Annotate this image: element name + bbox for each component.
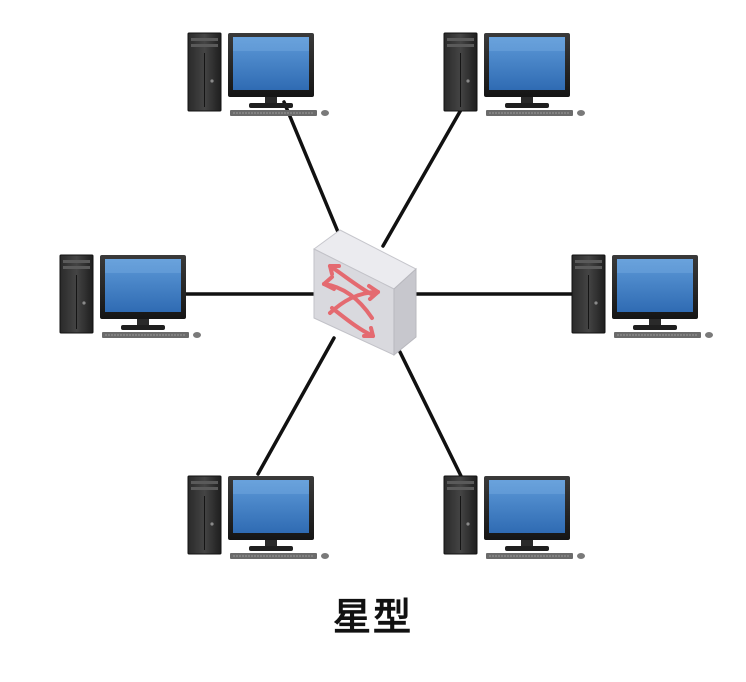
diagram-caption: 星型 (332, 595, 413, 639)
desktop-computer-icon (571, 254, 714, 339)
network-links (180, 100, 576, 480)
link-bottom-right (398, 350, 464, 480)
desktop-computer-icon (443, 32, 586, 117)
desktop-computer-icon (187, 475, 330, 560)
desktop-computer-icon (59, 254, 202, 339)
network-switch-icon (312, 228, 418, 357)
desktop-computer-icon (443, 475, 586, 560)
link-top-left (282, 100, 340, 234)
link-bottom-left (256, 336, 336, 476)
desktop-computer-icon (187, 32, 330, 117)
link-top-right (381, 106, 464, 248)
